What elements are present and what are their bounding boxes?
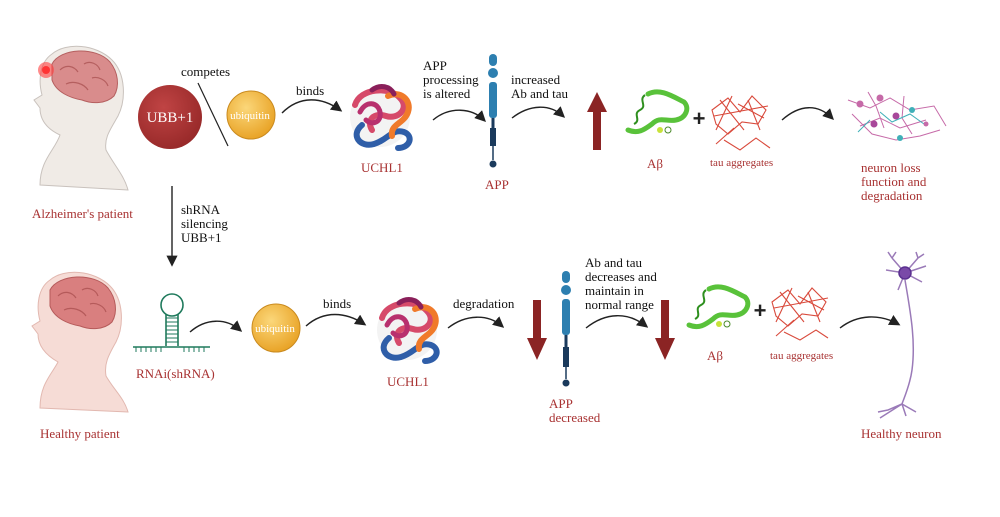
abeta-top-icon xyxy=(625,89,690,135)
degradation-arrow xyxy=(447,316,505,329)
altered-arrow-top xyxy=(432,109,486,122)
healthy-neuron-arrow xyxy=(839,315,901,329)
abeta-bottom-icon xyxy=(686,284,751,330)
increased-label: increased Ab and tau xyxy=(511,72,569,101)
tau-bottom-label: tau aggregates xyxy=(770,350,834,362)
shrna-hairpin-icon xyxy=(133,293,210,352)
healthy-patient-label: Healthy patient xyxy=(40,426,120,441)
uchl1-top-label: UCHL1 xyxy=(361,160,403,175)
rnai-label: RNAi(shRNA) xyxy=(136,366,215,381)
app-top-icon xyxy=(488,54,498,168)
binds-top-label: binds xyxy=(296,83,325,98)
binds-arrow-bottom xyxy=(305,313,367,327)
app-top-label: APP xyxy=(485,177,509,192)
binds-bottom-label: binds xyxy=(323,296,352,311)
plus-top: + xyxy=(693,106,706,131)
rnai-arrow xyxy=(189,320,243,333)
ubiquitin-top-label: ubiquitin xyxy=(230,110,270,122)
neuron-loss-arrow xyxy=(781,107,834,121)
ubiquitin-bottom-label: ubiquitin xyxy=(255,323,295,335)
ubiquitin-top-icon xyxy=(226,90,276,140)
alzheimers-patient-head-icon xyxy=(33,45,129,191)
decrease-maintain-label: Ab and tau decreases and maintain in nor… xyxy=(585,255,657,312)
app-bottom-icon xyxy=(561,271,571,387)
competes-label: competes xyxy=(181,64,231,79)
competes-line xyxy=(197,82,229,147)
maintain-arrow xyxy=(585,315,649,329)
healthy-patient-head-icon xyxy=(31,271,129,413)
neuron-loss-label: neuron loss function and degradation xyxy=(861,160,927,203)
down-arrow-icon-2 xyxy=(655,300,675,360)
binds-arrow-top xyxy=(281,99,343,114)
abeta-top-label: Aβ xyxy=(647,156,664,171)
uchl1-top-icon xyxy=(350,84,413,151)
shrna-silencing-label: shRNA silencing UBB+1 xyxy=(181,202,228,245)
healthy-neuron-icon xyxy=(877,251,927,419)
plus-bottom: + xyxy=(754,298,767,323)
ubiquitin-bottom-icon xyxy=(251,303,301,353)
tau-aggregates-bottom-icon xyxy=(771,287,829,341)
app-decreased-label: APP decreased xyxy=(549,396,601,425)
ubb1-protein-icon xyxy=(138,85,202,149)
tau-aggregates-top-icon xyxy=(711,95,771,151)
tau-top-label: tau aggregates xyxy=(710,157,774,169)
healthy-neuron-label: Healthy neuron xyxy=(861,426,942,441)
uchl1-bottom-label: UCHL1 xyxy=(387,374,429,389)
ubb1-label: UBB+1 xyxy=(147,110,194,126)
degradation-label: degradation xyxy=(453,296,515,311)
neuron-network-icon xyxy=(847,91,947,141)
down-arrow-icon-1 xyxy=(527,300,547,360)
up-arrow-icon xyxy=(587,92,607,150)
alzheimers-patient-label: Alzheimer's patient xyxy=(32,206,133,221)
uchl1-bottom-icon xyxy=(377,297,440,364)
app-processing-label: APP processing is altered xyxy=(423,58,479,101)
abeta-bottom-label: Aβ xyxy=(707,348,724,363)
increased-arrow xyxy=(511,106,566,119)
